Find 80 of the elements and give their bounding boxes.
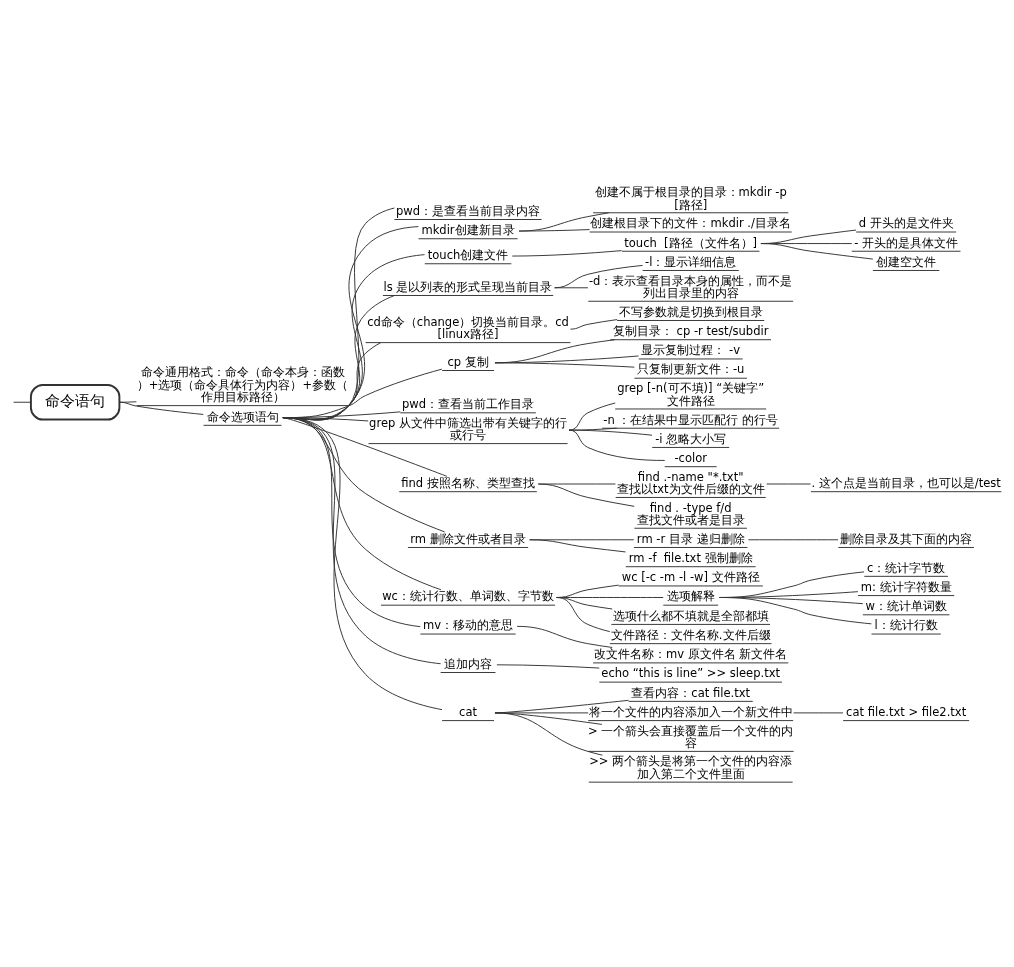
- node-text: 创建空文件: [876, 254, 937, 269]
- node-text: 选项什么都不填就是全部都填: [612, 608, 769, 623]
- connector: [554, 264, 644, 288]
- node-text: 不写参数就是切换到根目录: [618, 304, 763, 319]
- connector: [568, 429, 666, 461]
- node-text: pwd：查看当前工作目录: [402, 396, 535, 411]
- node-text: c：统计字节数: [866, 560, 946, 575]
- node-text: 删除目录及其下面的内容: [840, 531, 973, 546]
- connector: [537, 483, 635, 507]
- node-text: -color: [674, 450, 707, 465]
- connector: [518, 228, 591, 232]
- node-text: find . -type f/d 查找文件或者是目录: [636, 500, 745, 527]
- node-text: mv：移动的意思: [423, 617, 514, 632]
- connector: [747, 538, 839, 540]
- node-text: 查看内容：cat file.txt: [631, 685, 751, 700]
- node-text: -l：显示详细信息: [645, 254, 737, 269]
- node-text: wc：统计行数、单词数、字节数: [382, 588, 554, 603]
- node-text: m: 统计字符数量: [860, 579, 952, 594]
- connector: [516, 625, 613, 648]
- connector: [282, 416, 443, 710]
- node-text: > 一个箭头会直接覆盖后一个文件的内容: [588, 723, 794, 750]
- connector: [494, 711, 603, 756]
- node-text: cd命令（change）切换当前目录。cd [linux路径]: [367, 314, 569, 341]
- connector: [556, 596, 611, 632]
- node-text: 命令选项语句: [206, 409, 279, 424]
- node-text: 选项解释: [666, 588, 715, 603]
- connector: [568, 427, 618, 431]
- node-text: ls 是以列表的形式呈现当前目录: [383, 279, 553, 294]
- node-text: . 这个点是当前目录，也可以是/test: [811, 475, 1001, 490]
- node-text: 显示复制过程： -v: [641, 342, 741, 357]
- connector: [282, 416, 448, 477]
- node-text: 改文件名称：mv 原文件名 新文件名: [594, 646, 788, 661]
- node-text: cat: [459, 704, 478, 719]
- node-text: - 开头的是具体文件: [854, 235, 959, 250]
- connector: [529, 538, 626, 552]
- connector: [511, 249, 623, 257]
- node-text: pwd：是查看当前目录内容: [396, 203, 541, 218]
- node-text: find .-name "*.txt" 查找以txt为文件后缀的文件: [616, 469, 765, 496]
- node-text: touch [路径（文件名）]: [624, 235, 758, 250]
- connector: [496, 663, 600, 669]
- node-text: l：统计行数: [874, 617, 938, 632]
- node-text: rm -f file.txt 强制删除: [628, 550, 753, 565]
- node-box: 命令语句: [29, 383, 121, 420]
- connector: [494, 361, 635, 368]
- node-text: 创建不属于根目录的目录：mkdir -p [路径]: [594, 184, 787, 212]
- node-text: rm 删除文件或者目录: [410, 531, 526, 546]
- node-text: 将一个文件的内容添加入一个新文件中: [588, 704, 793, 719]
- connector: [570, 318, 618, 330]
- node-text: 复制目录： cp -r test/subdir: [612, 323, 769, 338]
- node-text: 文件路径：文件名称.文件后缀: [610, 627, 771, 642]
- node-text: w：统计单词数: [865, 598, 947, 613]
- node-text: grep 从文件中筛选出带有关键字的行或行号: [369, 415, 567, 442]
- connector: [568, 402, 616, 431]
- node-text: grep [-n(可不填)] “关键字” 文件路径: [617, 380, 765, 408]
- connector: [118, 401, 204, 415]
- node-text: touch创建文件: [427, 247, 509, 262]
- connector: [518, 211, 610, 232]
- node-text: 只复制更新文件：-u: [636, 361, 745, 376]
- node-text: -i 忽略大小写: [655, 431, 727, 446]
- node-text: d 开头的是文件夹: [858, 215, 954, 230]
- node-text: wc [-c -m -l -w] 文件路径: [621, 569, 760, 584]
- node-text: >> 两个箭头是将第一个文件的内容添加入第二个文件里面: [589, 753, 793, 781]
- node-text: 追加内容: [444, 656, 493, 671]
- connector: [282, 416, 446, 532]
- connector: [13, 401, 32, 403]
- connector: [554, 286, 589, 288]
- node-text: cat file.txt > file2.txt: [846, 704, 967, 719]
- node-text: 命令通用格式：命令（命令本身：函数）+选项（命令具体行为内容）+参数（作用目标路径）: [136, 364, 349, 404]
- connector: [760, 242, 874, 260]
- node-text: -n ：在结果中显示匹配行 的行号: [603, 412, 779, 426]
- connector: [793, 711, 844, 713]
- node-text: rm -r 目录 递归删除: [636, 531, 745, 546]
- node-text: 创建根目录下的文件：mkdir ./目录名: [590, 215, 791, 230]
- connector: [719, 596, 872, 624]
- node-text: cp 复制: [447, 354, 489, 369]
- node-text: echo “this is line” >> sleep.txt: [601, 665, 781, 680]
- node-text: mkdir创建新目录: [421, 222, 515, 237]
- connector: [568, 429, 653, 436]
- node-text: find 按照名称、类型查找: [401, 475, 535, 490]
- node-text: -d：表示查看目录本身的属性，而不是列出目录里的内容: [588, 273, 793, 300]
